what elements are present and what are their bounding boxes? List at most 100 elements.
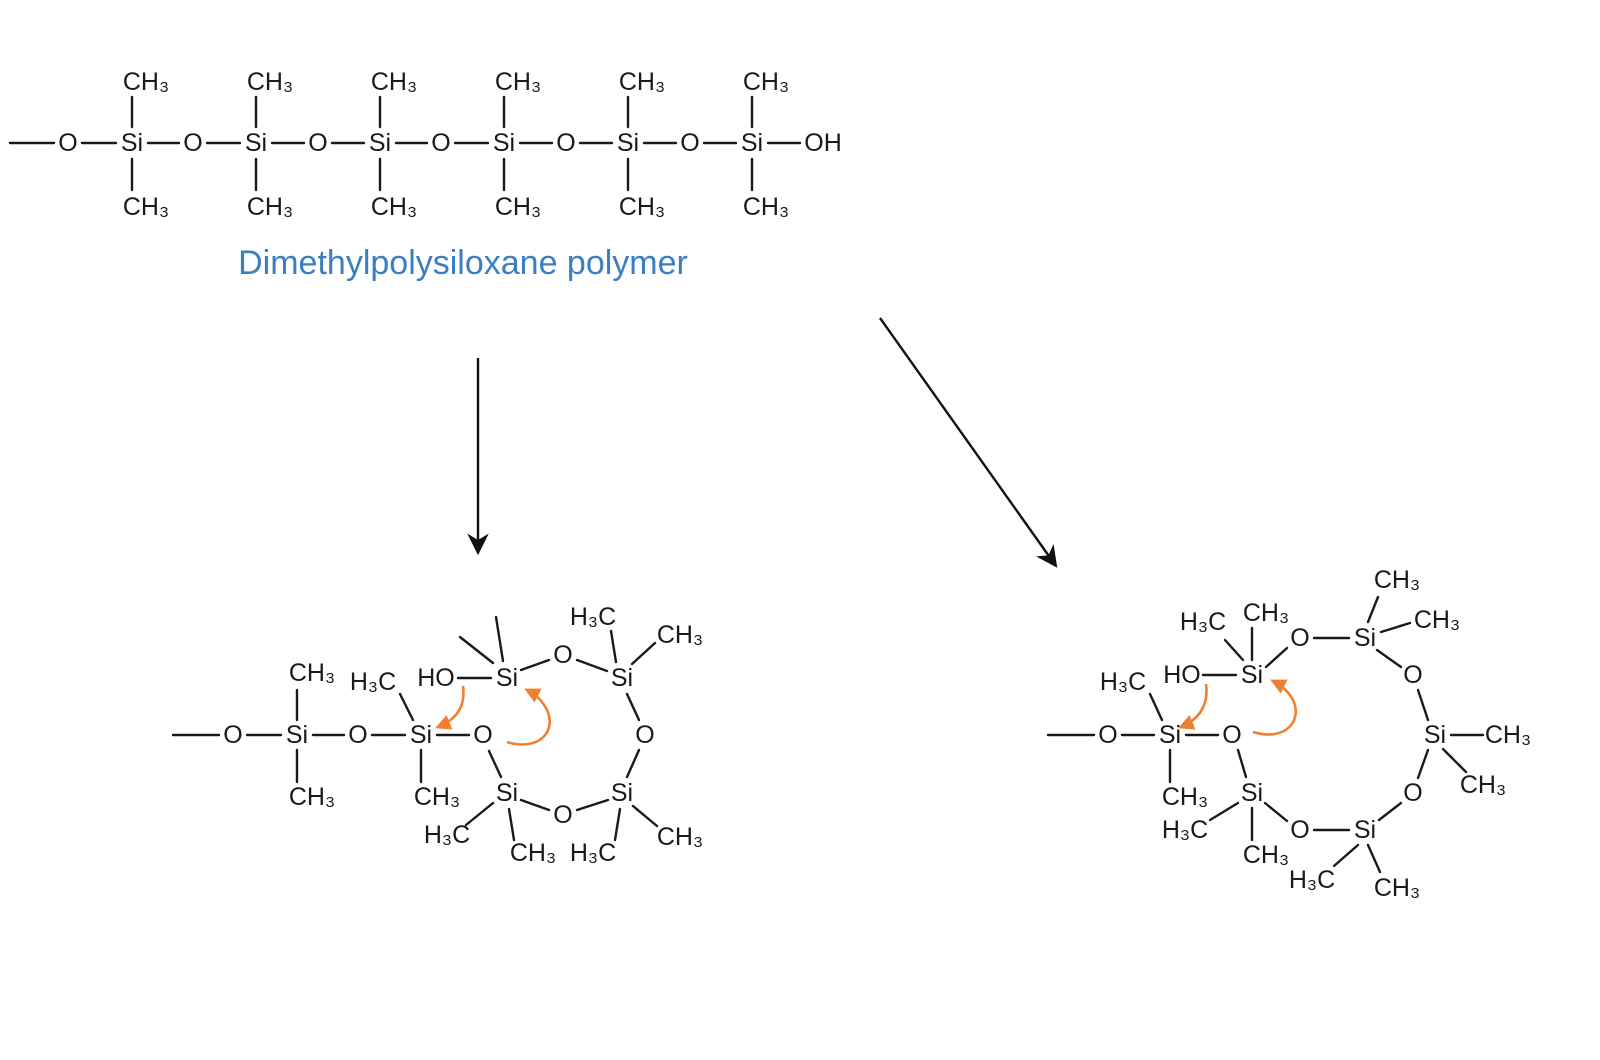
bond <box>1416 688 1430 722</box>
atom-label-ch3: CH₃ <box>1243 599 1289 627</box>
atom-label-ch3: CH₃ <box>1243 841 1289 869</box>
atom-label-o: O <box>1222 721 1241 749</box>
atom-label-ch3: CH₃ <box>247 68 293 96</box>
atom-label-o: O <box>348 721 367 749</box>
atom-label-ch3: CH₃ <box>371 193 417 221</box>
bond <box>458 635 495 665</box>
bond <box>464 801 495 827</box>
bond <box>398 692 415 722</box>
atom-label-si: Si <box>286 721 308 749</box>
atom-label-ch3: CH₃ <box>1374 566 1420 594</box>
atom-label-o: O <box>553 801 572 829</box>
atom-label-ch3: CH₃ <box>619 68 665 96</box>
atom-label-h3c: H₃C <box>1289 866 1335 894</box>
bond <box>575 798 610 812</box>
atom-label-ch3: CH₃ <box>619 193 665 221</box>
atom-label-ch3: CH₃ <box>289 783 335 811</box>
atom-label-h3c: H₃C <box>350 668 396 696</box>
atom-label-ch3: CH₃ <box>371 68 417 96</box>
bond <box>1441 747 1468 774</box>
atom-label-si: Si <box>1354 816 1376 844</box>
atom-label-o: O <box>680 129 699 157</box>
atom-label-o: O <box>183 129 202 157</box>
atom-label-o: O <box>553 641 572 669</box>
atom-label-ch3: CH₃ <box>414 783 460 811</box>
atom-label-o: O <box>635 721 654 749</box>
bond <box>494 615 505 663</box>
atom-label-o: O <box>1290 816 1309 844</box>
atom-label-o: O <box>431 129 450 157</box>
atom-label-h3c: H₃C <box>424 821 470 849</box>
bond <box>625 692 641 722</box>
atom-label-si: Si <box>496 779 518 807</box>
atom-label-ch3: CH₃ <box>1162 783 1208 811</box>
polymer-caption: Dimethylpolysiloxane polymer <box>238 244 688 282</box>
atom-label-si: Si <box>369 129 391 157</box>
atom-label-o: O <box>308 129 327 157</box>
atom-label-si: Si <box>1424 721 1446 749</box>
atom-label-o: O <box>223 721 242 749</box>
atom-label-si: Si <box>1241 661 1263 689</box>
atom-label-ch3: CH₃ <box>743 68 789 96</box>
bond <box>487 749 503 779</box>
atom-label-si: Si <box>611 664 633 692</box>
atom-label-ch3: CH₃ <box>657 823 703 851</box>
bond <box>1263 801 1289 823</box>
atom-label-ch3: CH₃ <box>1460 771 1506 799</box>
atom-label-ch3: CH₃ <box>1485 721 1531 749</box>
atom-label-si: Si <box>1159 721 1181 749</box>
bond <box>519 658 551 672</box>
atom-label-ch3: CH₃ <box>289 659 335 687</box>
atom-label-h3c: H₃C <box>570 603 616 631</box>
electron-arrow-ring-closure-left <box>506 688 552 746</box>
atom-label-si: Si <box>617 129 639 157</box>
atom-label-o: O <box>1098 721 1117 749</box>
atom-label-ho: HO <box>417 664 455 692</box>
bond <box>625 748 641 779</box>
bond <box>1236 748 1248 779</box>
bond <box>609 629 618 664</box>
reaction-arrow-diagonal <box>879 317 1058 568</box>
atom-label-si: Si <box>245 129 267 157</box>
bond <box>1375 648 1403 669</box>
atom-label-ch3: CH₃ <box>1414 606 1460 634</box>
electron-arrow-ho-attack-left <box>435 685 465 730</box>
bond <box>1264 646 1289 669</box>
atom-label-ch3: CH₃ <box>123 68 169 96</box>
atom-label-ch3: CH₃ <box>495 68 541 96</box>
atom-label-si: Si <box>1241 779 1263 807</box>
atom-label-ch3: CH₃ <box>510 839 556 867</box>
electron-arrow-ho-attack-right <box>1178 683 1208 730</box>
bond <box>1366 843 1382 874</box>
bond <box>519 798 551 812</box>
atom-label-h3c: H₃C <box>570 839 616 867</box>
bond <box>1416 748 1430 780</box>
bond <box>630 641 657 666</box>
atom-label-o: O <box>1403 779 1422 807</box>
atom-label-o: O <box>58 129 77 157</box>
atom-label-o: O <box>556 129 575 157</box>
atom-label-si: Si <box>741 129 763 157</box>
bond <box>1208 801 1240 822</box>
bond <box>1332 843 1360 868</box>
atom-label-ch3: CH₃ <box>1374 874 1420 902</box>
atom-label-o: O <box>473 721 492 749</box>
atom-label-si: Si <box>121 129 143 157</box>
atom-label-si: Si <box>410 721 432 749</box>
bond <box>1148 692 1164 722</box>
bond <box>631 804 659 828</box>
bond <box>1223 638 1245 662</box>
atom-label-ch3: CH₃ <box>495 193 541 221</box>
atom-label-ho: HO <box>1163 661 1201 689</box>
atom-label-ch3: CH₃ <box>657 621 703 649</box>
bond <box>575 658 609 673</box>
atom-label-h3c: H₃C <box>1180 608 1226 636</box>
atom-label-oh: OH <box>804 129 842 157</box>
atom-label-o: O <box>1290 624 1309 652</box>
atom-label-o: O <box>1403 661 1422 689</box>
atom-label-ch3: CH₃ <box>743 193 789 221</box>
bond <box>613 807 622 842</box>
atom-label-si: Si <box>1354 624 1376 652</box>
